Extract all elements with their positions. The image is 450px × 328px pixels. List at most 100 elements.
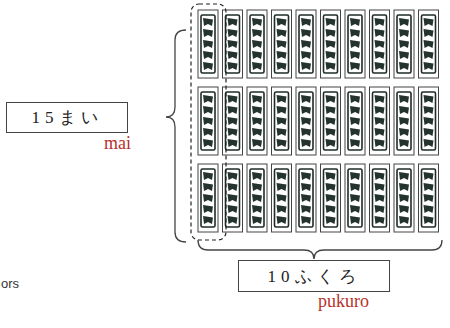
packet-inner [373,169,387,227]
packet-inner [275,169,289,227]
sheet [326,106,336,114]
sheet [399,29,409,37]
sheet [326,205,336,213]
sheet [424,29,434,37]
sheet [399,205,409,213]
sheet [375,139,385,147]
sheet [399,117,409,125]
packet [272,87,292,155]
sheet [277,40,287,48]
sheet [350,51,360,59]
sheet [375,128,385,136]
packet-grid [198,10,439,232]
packet-inner [250,92,264,150]
sheet [350,216,360,224]
count-box: 15まい [6,102,128,133]
sheet [277,128,287,136]
packet [272,10,292,78]
sheet [277,95,287,103]
sheet [228,117,238,125]
packet-inner [324,15,338,73]
sheet [326,40,336,48]
sheet [350,117,360,125]
sheet [203,139,213,147]
sheet [375,216,385,224]
sheet [301,117,311,125]
packet-inner [348,92,362,150]
sheet [228,62,238,70]
sheet [326,117,336,125]
bag-count-box: 10ふくろ [238,260,390,292]
packet-inner [275,15,289,73]
sheet [203,40,213,48]
cut-text: ors [1,276,19,291]
sheet [301,106,311,114]
sheet [252,40,262,48]
sheet [228,18,238,26]
sheet [424,62,434,70]
sheet [277,139,287,147]
sheet [228,128,238,136]
sheet [203,216,213,224]
sheet [350,106,360,114]
sheet [326,51,336,59]
sheet [228,106,238,114]
sheet [203,205,213,213]
sheet [350,18,360,26]
packet [296,164,316,232]
sheet [424,18,434,26]
sheet [326,139,336,147]
sheet [375,62,385,70]
sheet [252,106,262,114]
box-text: 15まい [32,106,103,129]
sheet [326,183,336,191]
sheet [326,18,336,26]
sheet [203,18,213,26]
sheet [228,172,238,180]
sheet [203,62,213,70]
packet-inner [275,92,289,150]
sheet [252,194,262,202]
sheet [399,172,409,180]
sheet [301,172,311,180]
packet-inner [397,169,411,227]
packet [394,10,414,78]
sheet [301,183,311,191]
sheet [375,40,385,48]
sheet [277,51,287,59]
packet-inner [422,169,436,227]
packet [247,10,267,78]
sheet [277,62,287,70]
packet-inner [299,92,313,150]
sheet [301,95,311,103]
box-text: 10ふくろ [268,265,361,288]
sheet [326,194,336,202]
packet [345,87,365,155]
packet-inner [324,92,338,150]
packet-inner [324,169,338,227]
romaji-label: pukuro [318,291,369,312]
packet-inner [250,15,264,73]
packet-inner [299,169,313,227]
sheet [399,62,409,70]
packet-inner [348,15,362,73]
packet-inner [201,15,215,73]
sheet [424,95,434,103]
packet [321,164,341,232]
sheet [277,29,287,37]
sheet [424,106,434,114]
packet [247,87,267,155]
sheet [326,62,336,70]
packet [370,10,390,78]
sheet [301,29,311,37]
sheet [424,172,434,180]
sheet [375,172,385,180]
sheet [252,205,262,213]
sheet [399,128,409,136]
sheet [203,51,213,59]
sheet [375,51,385,59]
sheet [350,95,360,103]
sheet [301,62,311,70]
packet [345,10,365,78]
sheet [375,205,385,213]
